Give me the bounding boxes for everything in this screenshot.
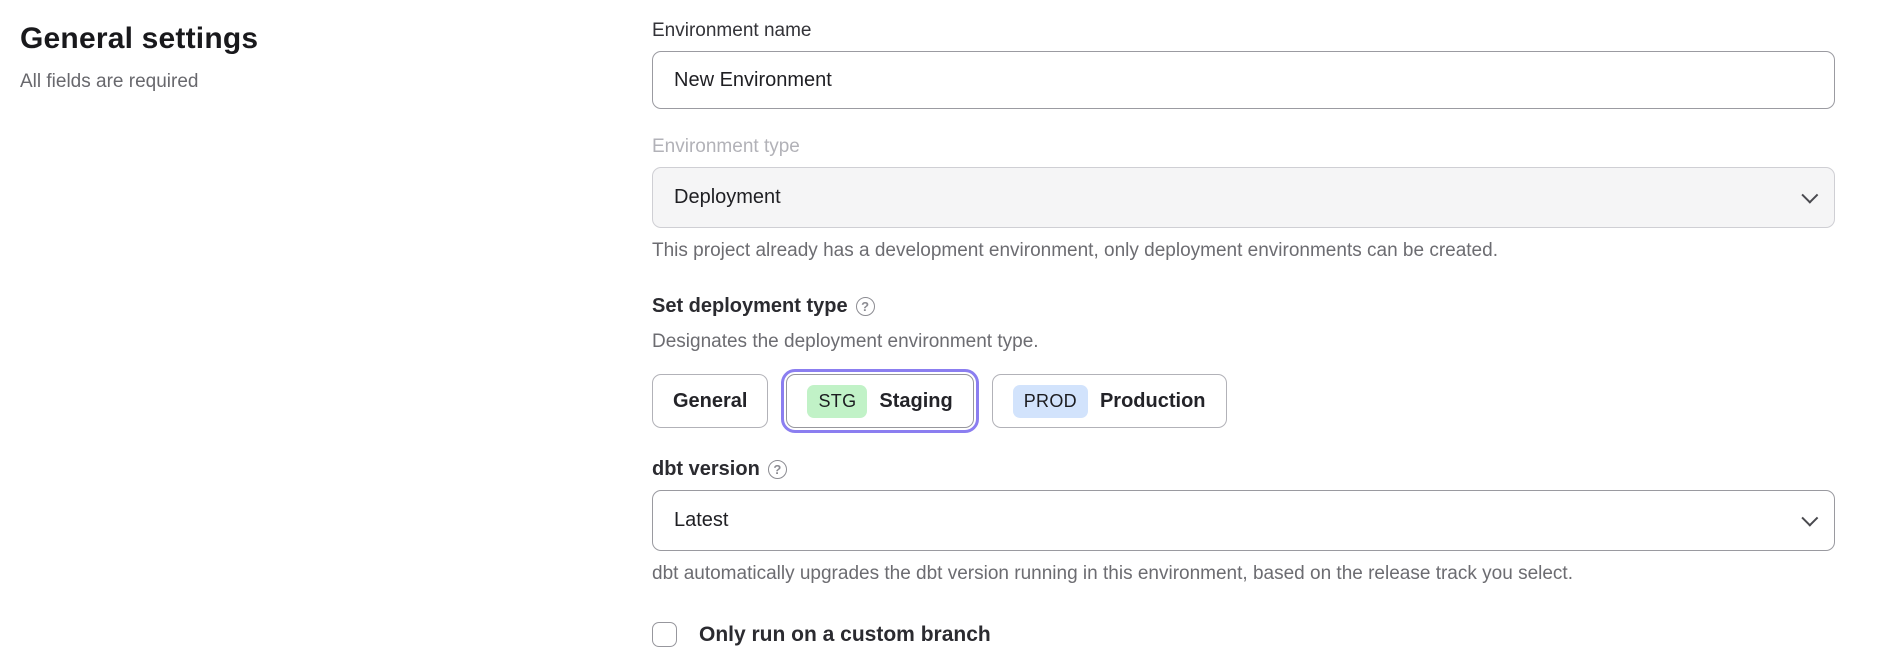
environment-type-label: Environment type: [652, 136, 800, 157]
dbt-version-label-text: dbt version: [652, 458, 760, 480]
dbt-version-select[interactable]: Latest: [652, 490, 1835, 551]
custom-branch-label[interactable]: Only run on a custom branch: [699, 622, 991, 646]
dbt-version-helper: dbt automatically upgrades the dbt versi…: [652, 563, 1573, 584]
deployment-type-staging-button[interactable]: STG Staging: [781, 369, 979, 433]
dbt-version-value: Latest: [674, 509, 729, 531]
production-button-label: Production: [1099, 389, 1206, 412]
help-icon[interactable]: ?: [855, 297, 875, 316]
chevron-down-icon: [1801, 186, 1819, 204]
settings-intro: General settings All fields are required: [0, 0, 652, 93]
help-icon[interactable]: ?: [767, 460, 787, 479]
dbt-version-label: dbt version ?: [652, 458, 1835, 481]
environment-type-helper: This project already has a development e…: [652, 240, 1498, 261]
staging-badge: STG: [807, 384, 868, 418]
deployment-type-description: Designates the deployment environment ty…: [652, 331, 1039, 352]
deployment-type-label: Set deployment type ?: [652, 295, 1835, 318]
settings-form: Environment name Environment type Deploy…: [652, 0, 1835, 647]
deployment-type-production-button[interactable]: PROD Production: [991, 374, 1227, 428]
page-subtitle: All fields are required: [20, 71, 199, 92]
deployment-type-options: General STG Staging PROD Production: [652, 369, 1835, 433]
production-badge: PROD: [1012, 384, 1088, 418]
chevron-down-icon: [1801, 509, 1819, 527]
environment-name-label: Environment name: [652, 20, 812, 41]
custom-branch-checkbox[interactable]: [652, 622, 677, 647]
staging-button-label: Staging: [879, 389, 953, 412]
deployment-type-general-button[interactable]: General: [652, 374, 769, 428]
environment-type-value: Deployment: [674, 186, 781, 208]
page-title: General settings: [20, 22, 259, 55]
environment-name-input[interactable]: [652, 51, 1835, 109]
general-button-label: General: [673, 389, 748, 412]
environment-type-select[interactable]: Deployment: [652, 167, 1835, 228]
custom-branch-row: Only run on a custom branch: [652, 622, 1835, 647]
deployment-type-label-text: Set deployment type: [652, 295, 848, 317]
